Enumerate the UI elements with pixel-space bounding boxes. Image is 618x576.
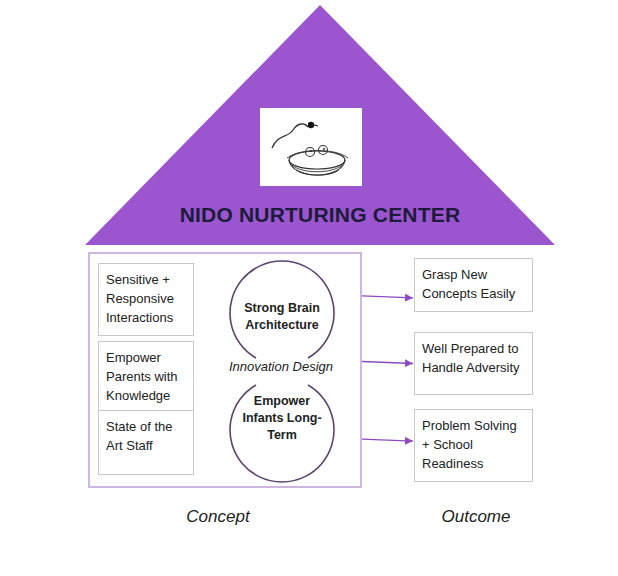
nest-rim [289, 151, 345, 169]
outcome-box: Grasp New Concepts Easily [414, 258, 533, 312]
outcome-box: Well Prepared to Handle Adversity [414, 332, 533, 395]
bird-body [272, 124, 308, 148]
infant-circle: Empower Infants Long-Term [229, 377, 335, 483]
concept-box: Sensitive + Responsive Interactions [98, 263, 194, 336]
outcome-arrow [362, 439, 413, 441]
chick-eye [323, 148, 325, 150]
nest-bowl [289, 160, 345, 175]
concept-box: State of the Art Staff [98, 410, 194, 475]
center-title: NIDO NURTURING CENTER [85, 203, 555, 227]
center-label: Innovation Design [227, 359, 335, 374]
brain-circle: Strong Brain Architecture [229, 260, 335, 366]
concept-box: Empower Parents with Knowledge [98, 341, 194, 414]
circle-arc [230, 261, 334, 358]
circle-label: Strong Brain Architecture [232, 300, 332, 334]
nest-illustration [260, 108, 362, 186]
outcome-arrow [362, 362, 413, 364]
bird-beak [314, 125, 318, 126]
box-text: Sensitive + Responsive Interactions [106, 271, 186, 328]
box-text: Empower Parents with Knowledge [106, 349, 186, 406]
picture-frame [260, 108, 362, 186]
nest-twig [296, 170, 339, 175]
roof-triangle: NIDO NURTURING CENTER [85, 5, 555, 245]
box-text: Problem Solving + School Readiness [422, 417, 525, 474]
nest-twig [292, 165, 342, 172]
column-caption: Outcome [442, 507, 511, 527]
outcome-box: Problem Solving + School Readiness [414, 409, 533, 482]
box-text: State of the Art Staff [106, 418, 186, 456]
chick [319, 146, 328, 155]
bird-head [308, 122, 314, 128]
roof-fill [85, 5, 555, 245]
circle-label: Empower Infants Long-Term [232, 393, 332, 444]
nest-twig [287, 151, 348, 159]
box-text: Grasp New Concepts Easily [422, 266, 525, 304]
circle-arc [230, 385, 334, 482]
box-text: Well Prepared to Handle Adversity [422, 340, 525, 378]
column-caption: Concept [186, 507, 249, 527]
outcome-arrow [362, 296, 413, 298]
